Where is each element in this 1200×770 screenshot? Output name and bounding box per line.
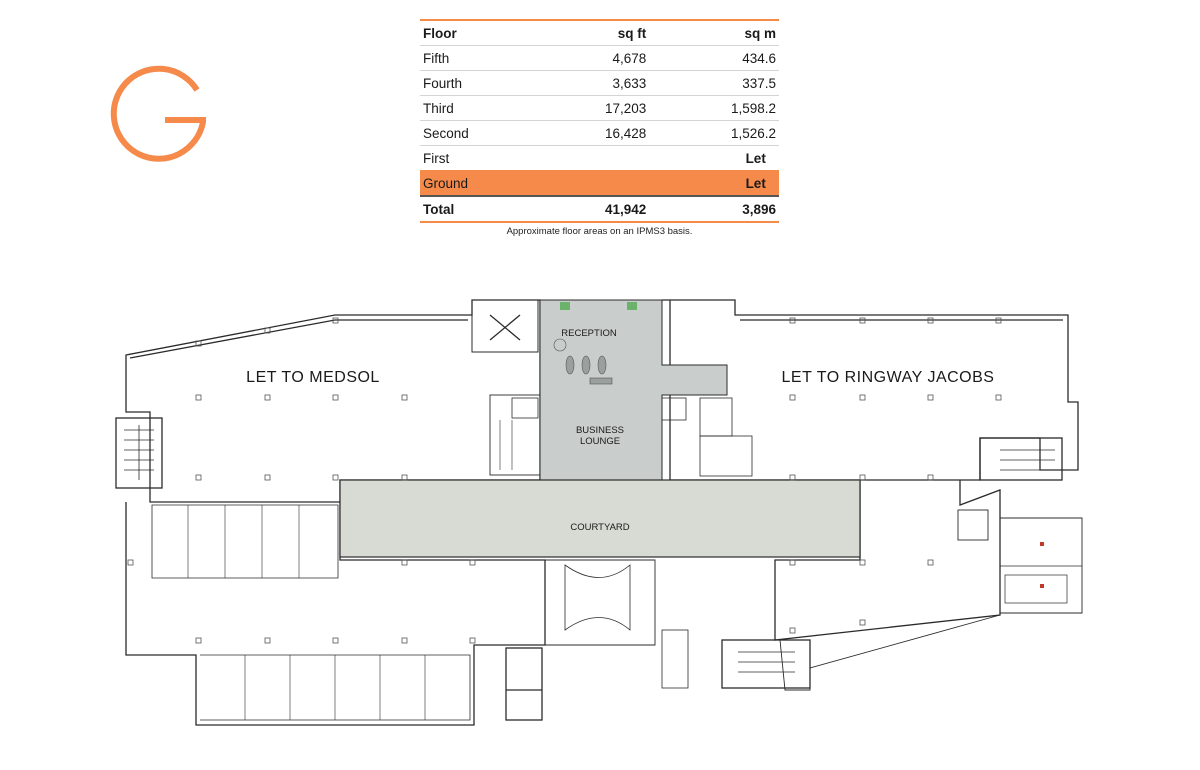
floor-sqm: 1,526.2 <box>649 120 779 146</box>
east-tenant-label: LET TO RINGWAY JACOBS <box>782 369 995 386</box>
ground-floor-plan: LET TO MEDSOL LET TO RINGWAY JACOBS RECE… <box>115 299 1083 726</box>
floor-status: Let <box>477 170 779 196</box>
floor-sqm: 1,598.2 <box>649 95 779 121</box>
reception-lounge-area <box>527 299 728 506</box>
east-stair <box>979 437 1063 481</box>
west-wing-wall <box>125 299 541 503</box>
floor-sqm: 434.6 <box>649 45 779 71</box>
area-basis-note: Approximate floor areas on an IPMS3 basi… <box>506 226 693 237</box>
letter-g-icon <box>110 65 206 162</box>
total-label: Total <box>420 195 478 223</box>
table-row: First Let <box>420 145 779 171</box>
table-row: Third 17,203 1,598.2 <box>420 95 779 121</box>
floor-name: Third <box>420 95 478 121</box>
table-row: Fourth 3,633 337.5 <box>420 70 779 96</box>
floor-sqm: 337.5 <box>649 70 779 96</box>
table-row: Fifth 4,678 434.6 <box>420 45 779 71</box>
reception-label: RECEPTION <box>561 328 617 339</box>
courtyard-area <box>339 479 861 558</box>
total-sqm: 3,896 <box>649 195 779 223</box>
west-lower-core <box>505 647 543 721</box>
floor-sqft: 3,633 <box>477 70 650 96</box>
floor-name: First <box>420 145 478 171</box>
floor-area-table: Floor sq ft sq m Fifth 4,678 434.6 Fourt… <box>420 19 779 223</box>
floor-sqft: 16,428 <box>477 120 650 146</box>
east-plant-room <box>1000 517 1083 614</box>
floor-name: Ground <box>420 170 478 196</box>
floor-status: Let <box>477 145 779 171</box>
west-stair <box>115 417 163 489</box>
table-row-highlighted: Ground Let <box>420 170 779 196</box>
total-sqft: 41,942 <box>477 195 650 223</box>
column-header-sqm: sq m <box>744 26 776 41</box>
table-total-row: Total 41,942 3,896 <box>420 195 779 223</box>
floor-name: Fifth <box>420 45 478 71</box>
east-lower-stair <box>721 639 811 689</box>
east-lower-wing-wall <box>774 480 1001 641</box>
business-lounge-label-line1: BUSINESS <box>576 425 624 436</box>
floor-sqft: 4,678 <box>477 45 650 71</box>
business-lounge-label-line2: LOUNGE <box>580 436 620 447</box>
table-row: Second 16,428 1,526.2 <box>420 120 779 146</box>
west-tenant-label: LET TO MEDSOL <box>246 369 380 386</box>
column-header-floor: Floor <box>423 26 457 41</box>
floor-sqft: 17,203 <box>477 95 650 121</box>
west-lower-wing-wall <box>125 502 546 726</box>
column-header-sqft: sq ft <box>617 26 647 41</box>
courtyard-label: COURTYARD <box>570 522 629 533</box>
entrance-lobby <box>545 559 656 646</box>
floor-name: Second <box>420 120 478 146</box>
floor-name: Fourth <box>420 70 478 96</box>
table-header-row: Floor sq ft sq m <box>420 20 779 46</box>
